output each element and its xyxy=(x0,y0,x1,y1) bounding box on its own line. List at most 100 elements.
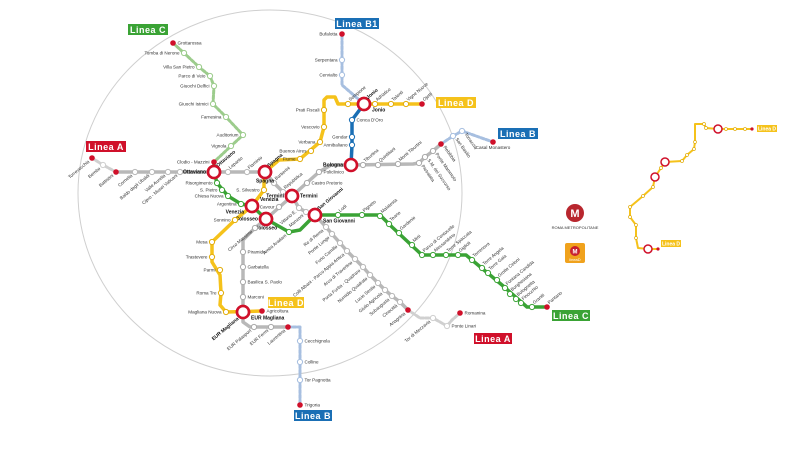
interchange-icon xyxy=(307,207,323,223)
station-icon xyxy=(224,168,232,176)
station-b[interactable]: Cavour xyxy=(260,203,283,211)
line-b1-ext xyxy=(340,32,366,106)
station-b1-ext[interactable]: Serpentara xyxy=(315,56,346,64)
station-label: Colosseo xyxy=(235,217,258,223)
station-b-ext-south[interactable]: Trigoria xyxy=(297,402,320,408)
station-icon xyxy=(484,269,492,277)
station-c-ext[interactable]: Parco di Veio xyxy=(178,72,214,80)
station-d[interactable]: Fiume xyxy=(283,155,304,163)
station-d[interactable]: Ojetti xyxy=(419,91,433,107)
station-b1[interactable]: Annibaliano xyxy=(323,141,356,149)
station-label: Auditorium xyxy=(217,133,239,138)
station-d[interactable]: Venezia xyxy=(244,197,279,214)
station-icon xyxy=(237,200,245,208)
station-b1-ext[interactable]: Bufalotta xyxy=(319,31,345,37)
station-b[interactable]: Policlinico xyxy=(315,168,344,176)
tag-linea-d-south: Linea D xyxy=(268,297,304,308)
station-label: Verbana xyxy=(298,140,316,145)
station-b[interactable]: Marconi xyxy=(239,293,264,301)
station-b[interactable]: Termini xyxy=(284,188,318,204)
station-label: Trigoria xyxy=(305,403,321,408)
station-d[interactable]: Verbana xyxy=(298,138,324,146)
station-c[interactable]: San Giovanni xyxy=(307,207,356,225)
station-c[interactable]: S. Pietro xyxy=(200,186,226,194)
station-b-ext-east[interactable]: Casal Monastero xyxy=(476,139,511,150)
station-b-ext-south[interactable]: Cecchignola xyxy=(296,337,330,345)
station-c[interactable]: Teano xyxy=(385,210,402,228)
station-icon xyxy=(218,186,226,194)
station-c-ext[interactable]: Giuochi Delfici xyxy=(180,82,218,90)
station-d[interactable]: Vescovio xyxy=(301,123,328,131)
station-icon xyxy=(216,266,224,274)
terminus-icon xyxy=(438,141,444,147)
interchange-icon xyxy=(235,304,251,320)
line-b1 xyxy=(349,102,366,167)
station-d[interactable]: EUR Magliana xyxy=(235,304,285,322)
station-d[interactable]: Agricoltura xyxy=(259,308,289,314)
station-d[interactable]: Spagna xyxy=(256,164,274,185)
station-b[interactable]: Bologna xyxy=(323,157,359,173)
station-b[interactable]: Garbatella xyxy=(239,263,269,271)
mini-station-icon xyxy=(628,215,632,219)
station-label: Ottaviano xyxy=(183,170,206,176)
tag-mini-linea-d-top: Linea D xyxy=(757,125,777,133)
station-d[interactable]: S. Silvestro xyxy=(236,186,268,194)
station-c[interactable]: Lodi xyxy=(334,204,348,219)
station-c[interactable]: Mirti xyxy=(408,234,422,249)
station-d[interactable]: Sonnino xyxy=(214,216,239,224)
station-label: EUR Magliana xyxy=(251,316,285,322)
station-a[interactable]: Battistini xyxy=(98,169,119,188)
station-b[interactable]: Piramide xyxy=(239,248,266,256)
station-c-ext[interactable]: Farnesina xyxy=(201,113,230,121)
station-label: Vignola xyxy=(211,144,227,149)
station-icon xyxy=(376,212,384,220)
station-icon xyxy=(148,168,156,176)
station-label: Ojetti xyxy=(422,91,433,102)
station-c-ext[interactable]: Vignola xyxy=(211,142,235,150)
station-b1-ext[interactable]: Cervialto xyxy=(319,71,346,79)
station-b-ext-south[interactable]: Tor Pagnotta xyxy=(296,376,331,384)
station-c-ext[interactable]: Grottarossa xyxy=(170,40,202,46)
station-c[interactable]: Clodio - Mazzini xyxy=(177,159,217,165)
station-a-ext-east[interactable]: Romanina xyxy=(457,310,486,316)
station-icon xyxy=(250,323,258,331)
station-d[interactable]: Magliana Nuova xyxy=(188,308,230,316)
station-a-ext-east[interactable]: Ponte Linari xyxy=(443,322,476,330)
station-c[interactable]: Risorgimento xyxy=(185,179,221,187)
station-label: Tor di Mezzavia xyxy=(404,319,432,344)
station-b[interactable]: Castro Pretorio xyxy=(303,179,343,187)
station-icon xyxy=(316,138,324,146)
terminus-icon xyxy=(170,40,176,46)
logo-badge-icon xyxy=(566,204,584,222)
station-c-ext[interactable]: Auditorium xyxy=(217,131,247,139)
station-c[interactable]: Chiesa Nuova xyxy=(195,192,232,200)
station-c[interactable]: Amba Aradam xyxy=(262,228,293,256)
station-b-ext-south[interactable]: Colline xyxy=(296,358,319,366)
terminus-icon xyxy=(297,402,303,408)
station-c[interactable]: Ottaviano xyxy=(183,164,222,180)
station-c[interactable]: Pantano xyxy=(544,290,563,310)
station-c[interactable]: Gardenie xyxy=(395,215,417,237)
station-c-ext[interactable]: Giuochi Istmici xyxy=(179,100,217,108)
station-d[interactable]: Trastevere xyxy=(186,253,216,261)
station-icon xyxy=(285,228,293,236)
station-d[interactable]: Roma Tre xyxy=(196,289,225,297)
station-d[interactable]: Mesa xyxy=(196,238,216,246)
station-d[interactable]: Buenos Aires xyxy=(279,147,315,155)
station-c[interactable]: Argentina xyxy=(217,200,245,208)
station-c[interactable]: Colosseo xyxy=(235,211,274,227)
station-icon xyxy=(371,100,379,108)
station-icon xyxy=(210,82,218,90)
station-icon xyxy=(359,161,367,169)
station-c-ext[interactable]: Villa San Pietro xyxy=(163,63,203,71)
station-c-ext[interactable]: Tomba di Nerone xyxy=(145,49,188,57)
station-b1[interactable]: Conca D'Oro xyxy=(348,116,383,124)
tag-linea-b-south: Linea B xyxy=(294,410,332,421)
station-icon xyxy=(418,251,426,259)
station-a-ext-west[interactable]: Bembo xyxy=(87,161,107,179)
station-b[interactable]: Basilica S. Paolo xyxy=(239,278,282,286)
city-ring xyxy=(77,9,463,377)
station-d[interactable]: Prati Fiscali xyxy=(296,106,328,114)
station-b1[interactable]: Gondar xyxy=(332,133,356,141)
station-d[interactable]: Parmi xyxy=(204,266,224,274)
